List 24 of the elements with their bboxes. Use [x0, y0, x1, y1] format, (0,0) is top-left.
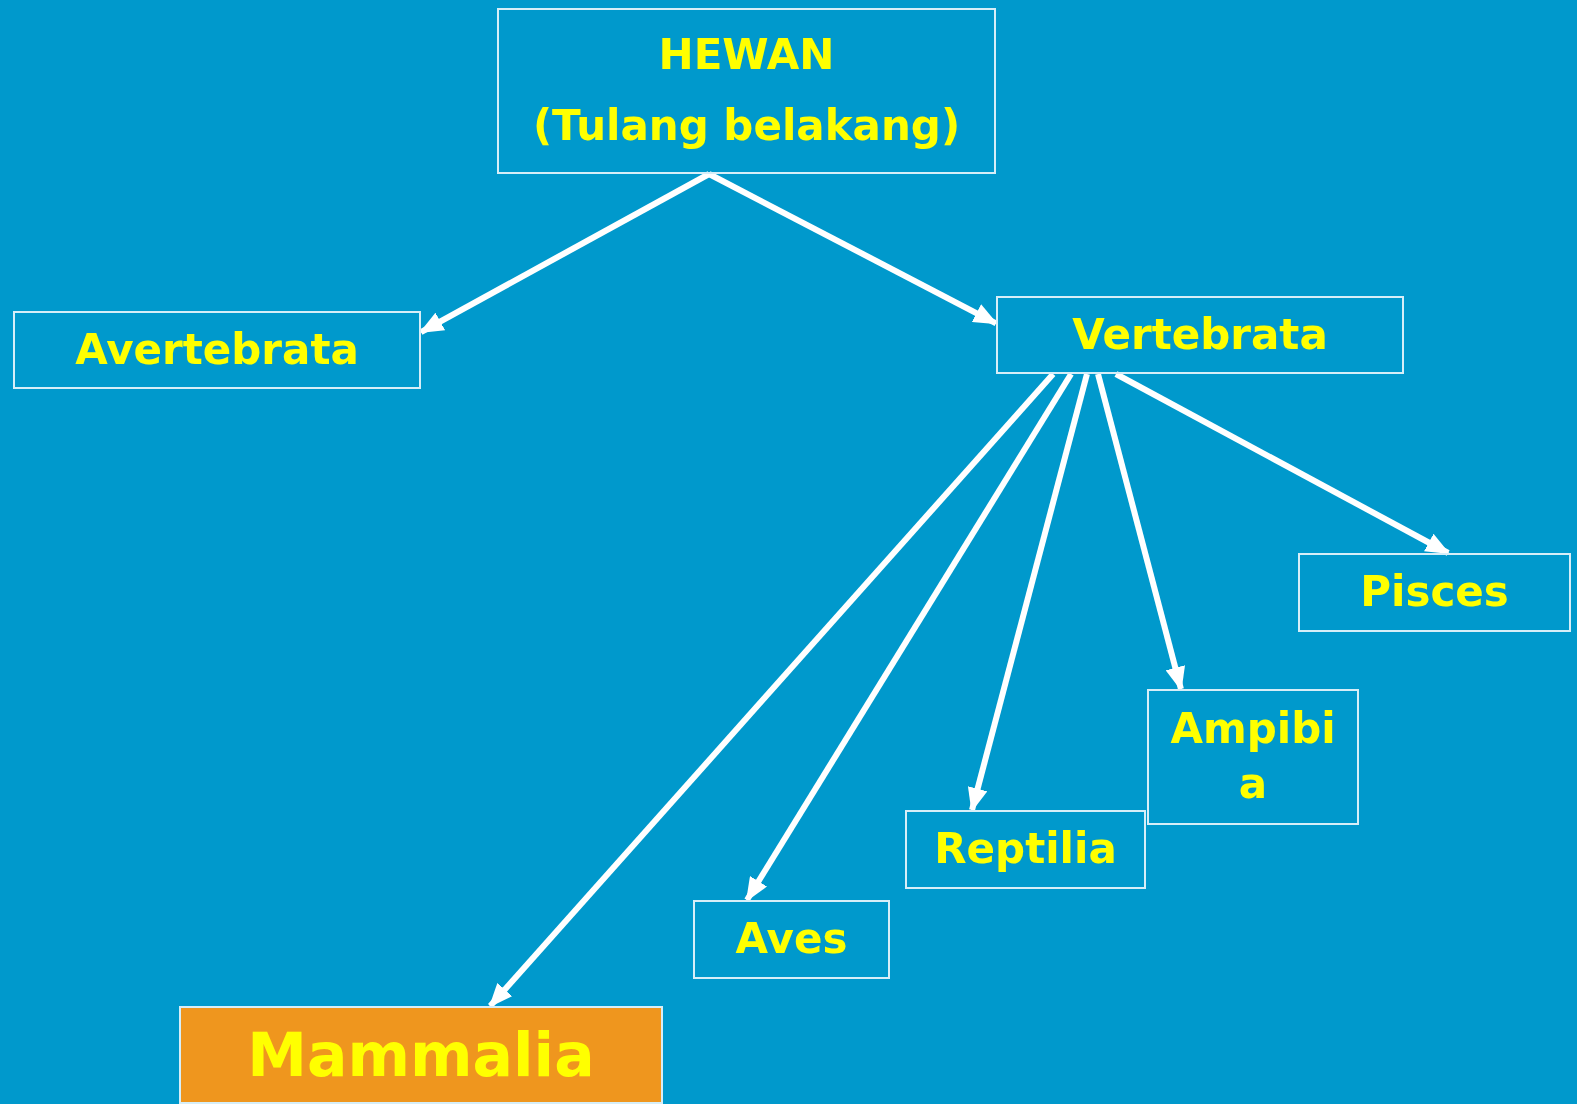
class-box [1147, 689, 1359, 825]
node-label: Aves [735, 913, 848, 966]
node-label: Ampibi a [1170, 703, 1336, 810]
arrow [967, 373, 1090, 812]
node-label: Vertebrata [1072, 308, 1328, 361]
arrow [707, 171, 998, 326]
category-box [996, 296, 1404, 374]
node-label: Avertebrata [75, 323, 359, 376]
node-label: Pisces [1360, 566, 1509, 619]
title-box [497, 8, 996, 174]
node-label: Reptilia [934, 823, 1117, 876]
arrow [1095, 373, 1185, 691]
class-box [905, 810, 1146, 889]
node-label: Mammalia [247, 1019, 595, 1092]
class-box [1298, 553, 1571, 632]
arrow [1114, 371, 1450, 556]
node-heading: HEWAN [658, 29, 835, 82]
category-box [13, 311, 421, 389]
arrow [487, 372, 1056, 1008]
arrow [744, 372, 1074, 902]
highlight-box [179, 1006, 663, 1104]
class-box [693, 900, 890, 979]
arrow [419, 171, 711, 335]
node-label: (Tulang belakang) [532, 100, 961, 152]
